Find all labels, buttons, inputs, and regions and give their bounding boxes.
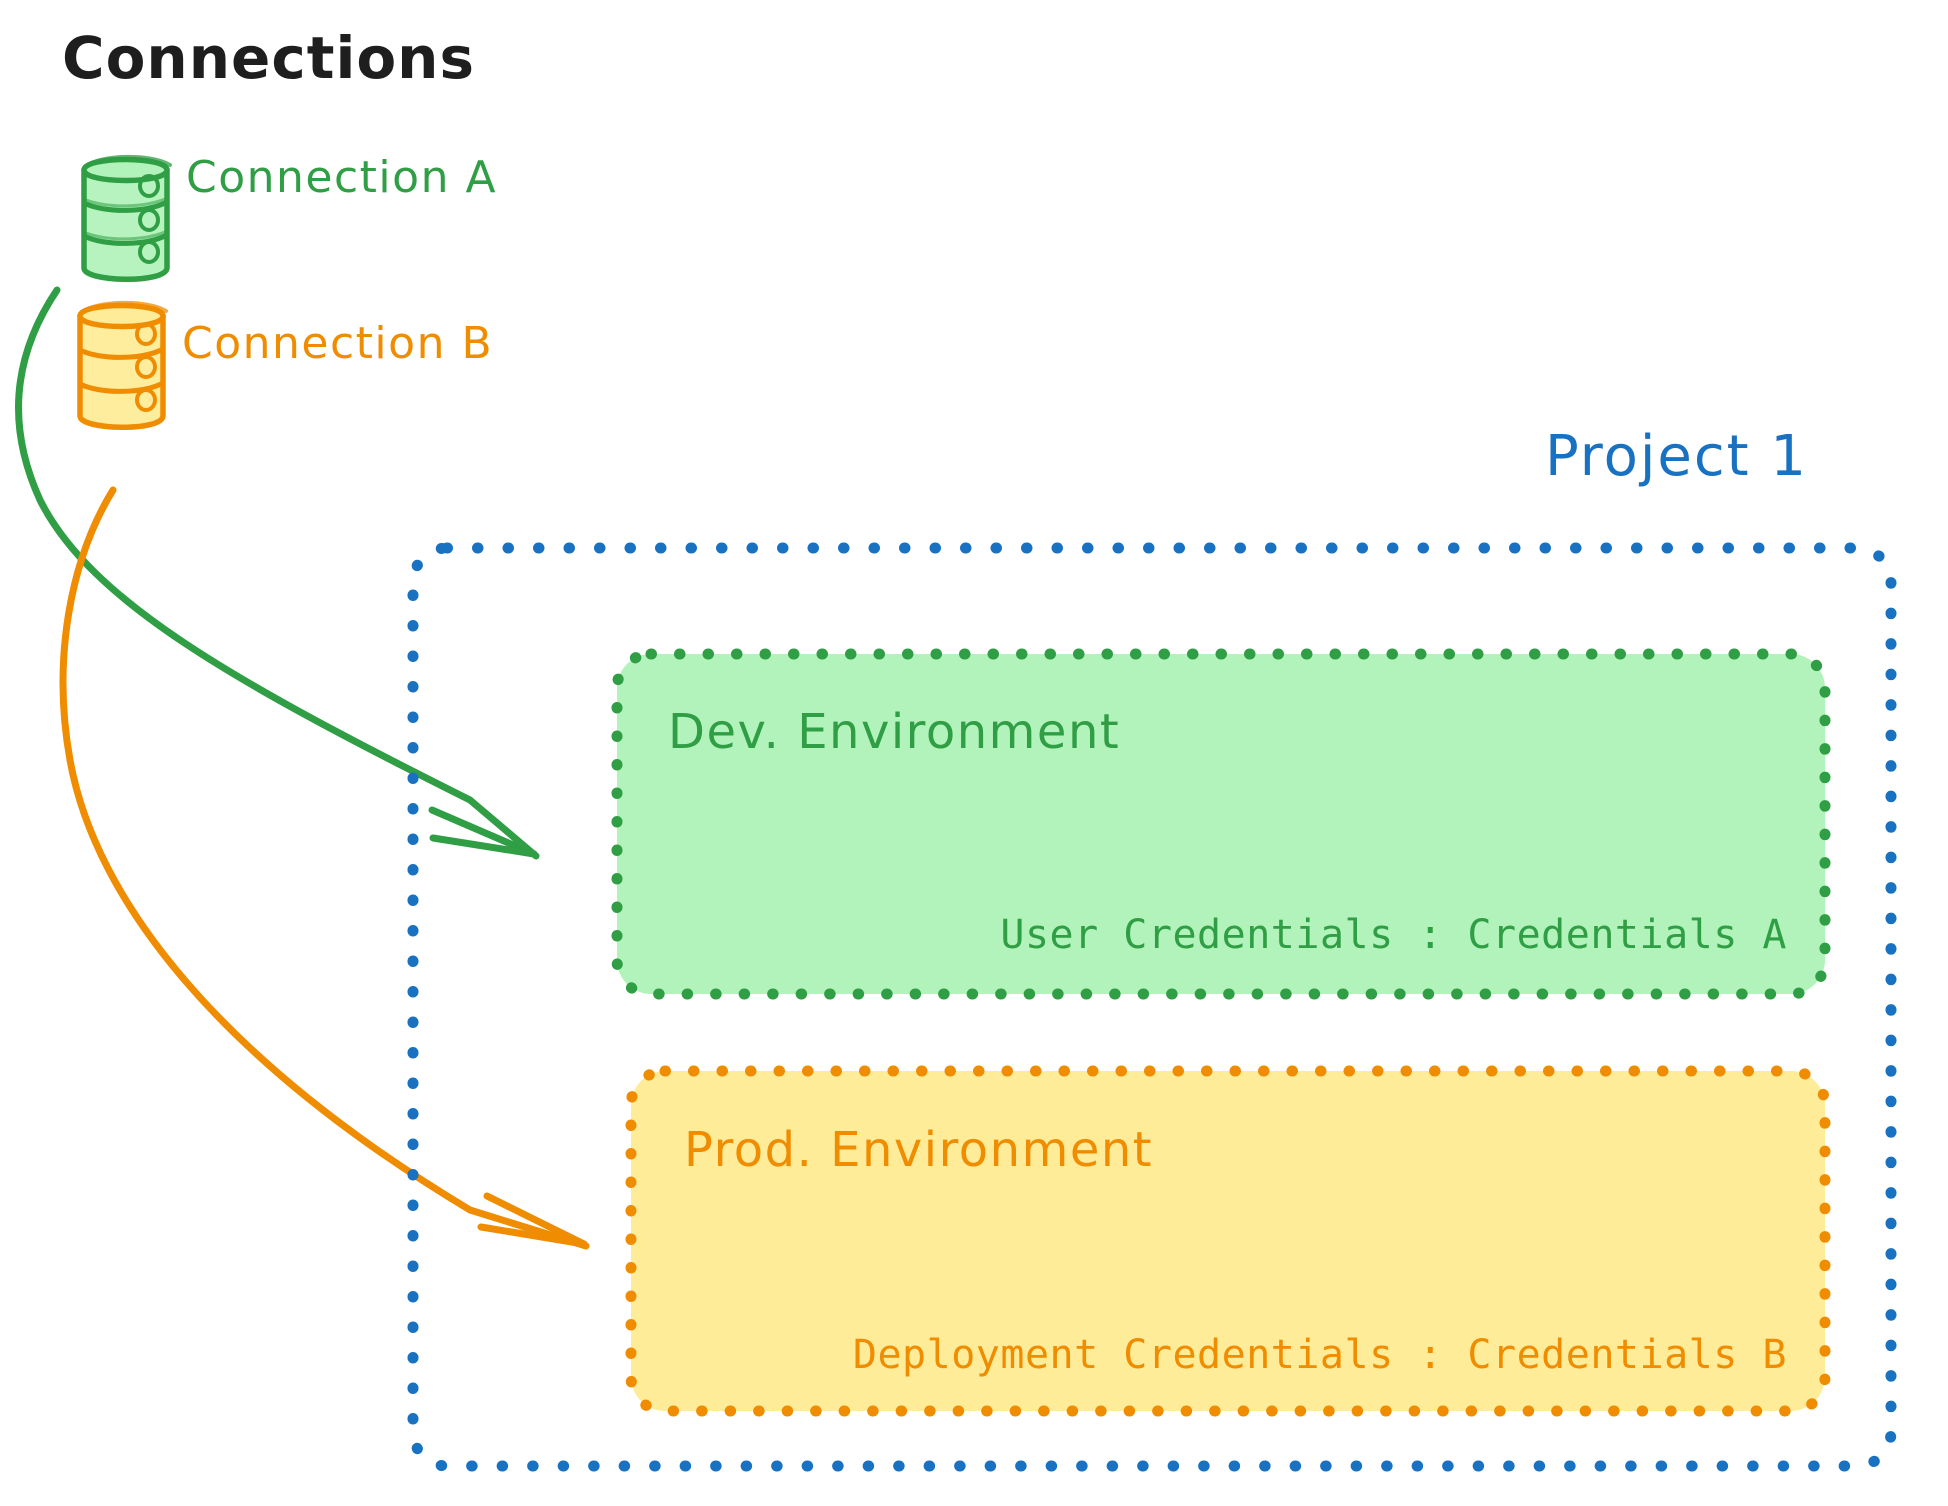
dev-environment-border — [611, 648, 1831, 1000]
connection-b-label: Connection B — [182, 318, 493, 369]
prod-environment-box[interactable]: Prod. Environment Deployment Credentials… — [625, 1065, 1831, 1417]
connection-a-label: Connection A — [186, 152, 497, 203]
arrowhead-line-upper — [483, 1192, 588, 1248]
arrowhead-line-upper — [428, 806, 538, 858]
dev-environment-box[interactable]: Dev. Environment User Credentials : Cred… — [611, 648, 1831, 1000]
dev-environment-fill — [617, 654, 1825, 994]
connection-b-row[interactable]: Connection B — [77, 300, 493, 430]
project-label: Project 1 — [1545, 424, 1808, 489]
prod-environment-title: Prod. Environment — [684, 1122, 1153, 1178]
arrow-connection-a-to-dev — [14, 286, 540, 860]
database-cylinder-icon — [81, 154, 172, 282]
arrow-connection-b-to-prod — [59, 486, 590, 1250]
connection-a-row[interactable]: Connection A — [81, 152, 497, 282]
prod-environment-credentials: Deployment Credentials : Credentials B — [853, 1332, 1787, 1378]
dev-environment-credentials: User Credentials : Credentials A — [1000, 912, 1787, 958]
project-container[interactable] — [407, 542, 1897, 1472]
page-title: Connections — [62, 24, 475, 92]
dev-environment-title: Dev. Environment — [668, 704, 1120, 760]
prod-environment-border — [625, 1065, 1831, 1417]
prod-environment-fill — [631, 1071, 1825, 1411]
database-cylinder-icon — [77, 300, 168, 430]
arrowhead-line-lower — [429, 834, 538, 858]
